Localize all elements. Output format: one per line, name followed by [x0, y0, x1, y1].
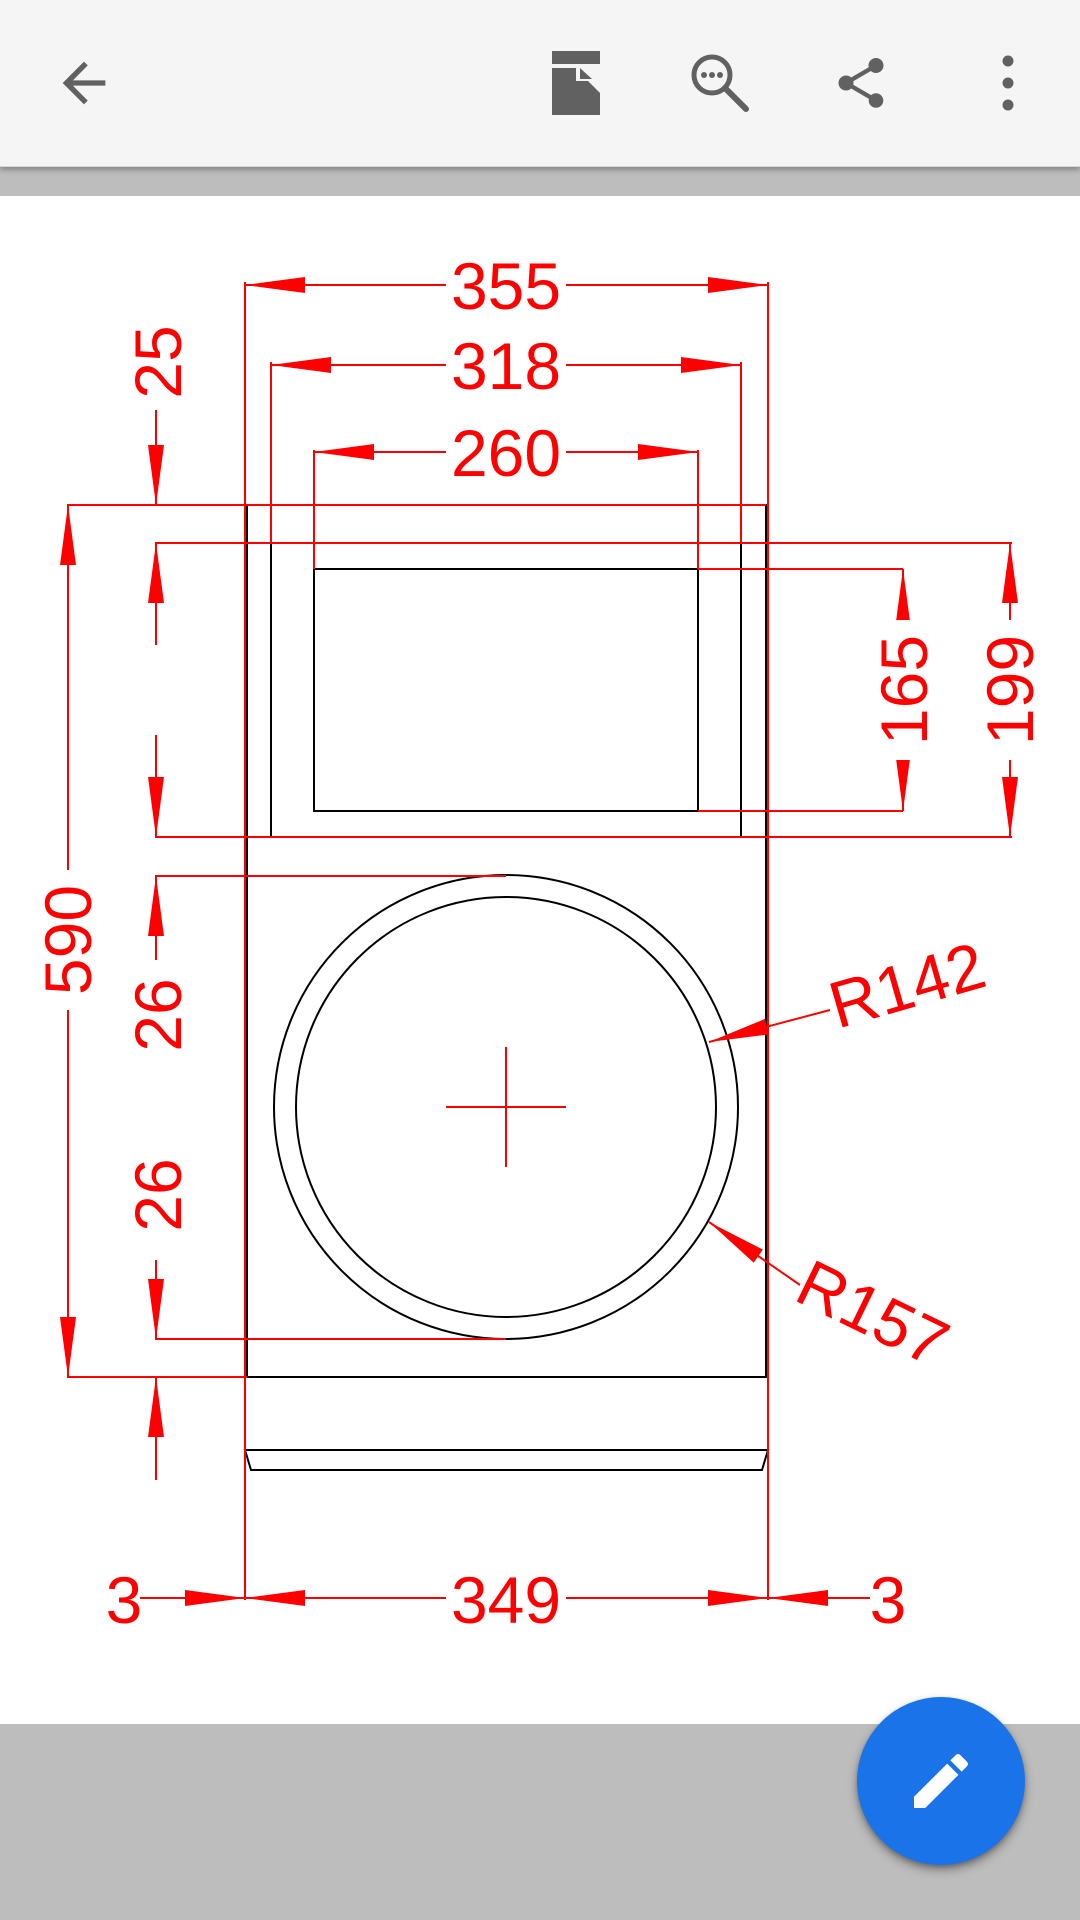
dim-overall-width: 355	[451, 249, 561, 323]
dim-base-left: 3	[106, 1563, 143, 1637]
find-in-document-icon	[691, 54, 749, 112]
dim-radius-outer: R157	[786, 1245, 960, 1381]
app-toolbar	[0, 0, 1080, 167]
dim-inner-width: 318	[451, 329, 561, 403]
cad-drawing: 355 318 260 25 590 26 26 165 199 R142 R1…	[30, 245, 1048, 1640]
dim-base-width: 349	[451, 1563, 561, 1637]
dim-gap-lower: 26	[121, 1158, 195, 1231]
dim-total-height: 590	[31, 885, 105, 995]
arrow-left-icon	[62, 61, 106, 105]
dim-top-offset: 25	[121, 325, 195, 398]
edit-pencil-icon	[914, 1753, 969, 1808]
dim-panel-height: 199	[973, 635, 1047, 745]
more-options-button[interactable]	[960, 35, 1056, 131]
dim-base-right: 3	[870, 1563, 907, 1637]
back-button[interactable]	[36, 35, 132, 131]
document-page[interactable]: 355 318 260 25 590 26 26 165 199 R142 R1…	[0, 196, 1080, 1724]
fit-page-button[interactable]	[528, 35, 624, 131]
part-outline	[243, 504, 770, 1471]
fit-page-icon	[552, 51, 600, 115]
dim-window-height: 165	[867, 635, 941, 745]
page-gutter	[0, 166, 1080, 196]
edit-fab[interactable]	[857, 1697, 1025, 1865]
dim-radius-inner: R142	[821, 928, 993, 1043]
dimension-lines	[67, 282, 1012, 1600]
share-button[interactable]	[813, 35, 909, 131]
more-vert-icon	[1002, 55, 1014, 111]
dim-window-width: 260	[451, 416, 561, 490]
share-icon	[838, 58, 884, 108]
find-in-document-button[interactable]	[672, 35, 768, 131]
dim-gap-upper: 26	[121, 978, 195, 1051]
